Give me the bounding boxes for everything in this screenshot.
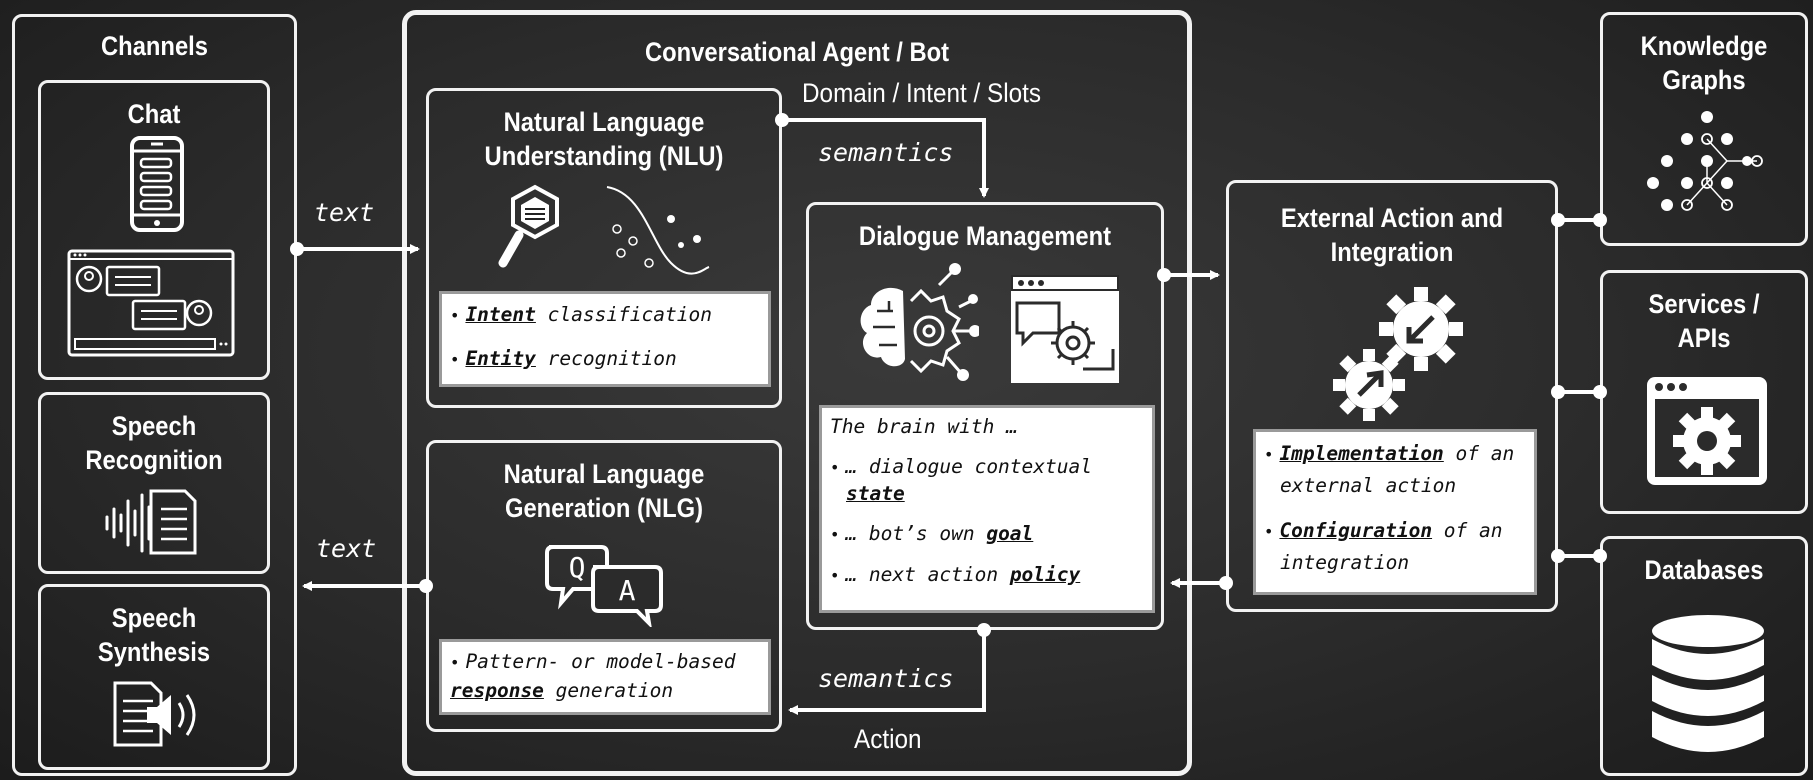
gears-icon — [1333, 287, 1463, 421]
chat-settings-window-icon — [1011, 275, 1119, 383]
agent-panel: Conversational Agent / Bot — [402, 10, 1192, 776]
state-term: state — [846, 482, 905, 505]
configuration-term: Configuration — [1279, 519, 1433, 542]
implementation-rest2: external action — [1280, 474, 1457, 497]
browser-gear-icon — [1647, 377, 1767, 485]
domain-intent-slots-label: Domain / Intent / Slots — [802, 78, 1042, 108]
channels-panel: Channels — [12, 14, 297, 776]
text-out-label: text — [316, 534, 377, 563]
database-icon — [1652, 615, 1764, 752]
speech-recognition-box: Speech Recognition — [38, 392, 270, 574]
entity-rest: recognition — [535, 347, 677, 370]
implementation-term: Implementation — [1279, 442, 1444, 465]
databases-box: Databases — [1600, 536, 1808, 776]
agent-title: Conversational Agent / Bot — [644, 37, 950, 67]
dm-policy-pre: … next action — [845, 563, 1010, 586]
nlg-capabilities-panel: •Pattern- or model-based response genera… — [439, 639, 771, 715]
speech-recognition-title: Speech Recognition — [85, 411, 223, 475]
brain-circuit-icon — [860, 263, 979, 381]
nlg-title: Natural Language Generation (NLG) — [503, 459, 705, 523]
nlu-to-dm-arrow — [782, 118, 989, 198]
services-apis-title: Services / APIs — [1648, 289, 1760, 353]
external-action-box: External Action and Integration •Implem — [1226, 180, 1558, 612]
dm-to-nlg-arrow — [788, 630, 986, 715]
speech-to-text-icon — [105, 489, 197, 555]
nlu-capabilities-panel: •Intent classification •Entity recogniti… — [439, 291, 771, 387]
semantics-top-label: semantics — [818, 138, 954, 167]
nlg-pre: Pattern- or model-based — [465, 650, 736, 673]
scatter-curve-icon — [606, 186, 710, 275]
speech-synthesis-box: Speech Synthesis — [38, 584, 270, 770]
speech-synthesis-title: Speech Synthesis — [97, 603, 211, 667]
text-magnifier-icon — [498, 184, 559, 268]
configuration-rest: of an — [1432, 519, 1503, 542]
question-answer-bubbles-icon: Q A — [545, 545, 663, 627]
response-term: response — [450, 679, 544, 702]
nlg-rest: generation — [543, 679, 674, 702]
channels-title: Channels — [101, 31, 208, 61]
text-to-speech-icon — [113, 681, 196, 747]
entity-term: Entity — [465, 347, 536, 370]
configuration-rest2: integration — [1280, 551, 1410, 574]
goal-term: goal — [986, 522, 1034, 545]
intent-rest: classification — [535, 303, 712, 326]
nlg-box: Natural Language Generation (NLG) Q A •P… — [426, 440, 782, 732]
policy-term: policy — [1009, 563, 1081, 586]
semantics-bottom-label: semantics — [818, 664, 954, 693]
action-label: Action — [854, 724, 922, 754]
implementation-rest: of an — [1443, 442, 1515, 465]
svg-text:Q: Q — [569, 551, 586, 584]
nlu-title: Natural Language Understanding (NLU) — [484, 107, 724, 171]
graph-nodes-icon — [1647, 111, 1763, 211]
text-in-label: text — [314, 198, 375, 227]
intent-term: Intent — [465, 303, 536, 326]
nlu-box: Natural Language Understanding (NLU) •In… — [426, 88, 782, 408]
external-title: External Action and Integration — [1280, 203, 1504, 267]
dm-state-pre: … dialogue contextual — [845, 455, 1092, 478]
dm-intro: The brain with … — [830, 415, 1018, 438]
knowledge-graphs-box: Knowledge Graphs — [1600, 12, 1808, 246]
chat-window-icon — [67, 249, 235, 357]
dm-title: Dialogue Management — [858, 221, 1112, 251]
svg-text:A: A — [619, 574, 636, 607]
smartphone-chat-icon — [130, 136, 184, 232]
dm-goal-pre: … bot’s own — [845, 522, 987, 545]
databases-title: Databases — [1644, 555, 1764, 585]
chat-title: Chat — [127, 99, 181, 129]
chat-channel-box: Chat — [38, 80, 270, 380]
knowledge-graphs-title: Knowledge Graphs — [1640, 31, 1768, 95]
